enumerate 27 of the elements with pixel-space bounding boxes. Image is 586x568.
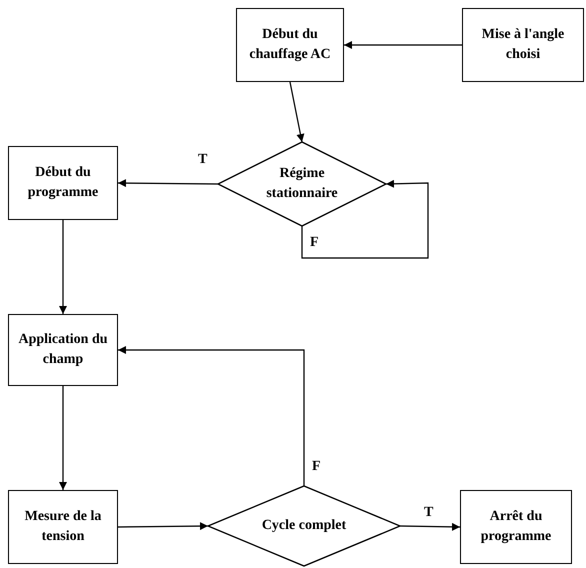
arrow — [289, 82, 304, 142]
process-box — [460, 490, 572, 564]
node-label: Début du programme — [26, 164, 100, 202]
process-box — [8, 490, 118, 564]
node-label: Régime stationnaire — [265, 164, 339, 203]
process-box — [236, 8, 344, 82]
arrow — [400, 522, 460, 531]
edge-label: T — [198, 153, 208, 167]
edge-label: T — [424, 506, 434, 520]
node-label: Cycle complet — [262, 516, 346, 535]
process-box — [8, 146, 118, 220]
node-label: Arrêt du programme — [480, 508, 552, 546]
node-label: Mesure de la tension — [24, 508, 102, 546]
arrow — [118, 522, 208, 530]
edge-label: F — [312, 460, 321, 474]
edge-label: F — [310, 236, 319, 250]
arrow — [344, 41, 462, 49]
arrow — [118, 179, 218, 188]
process-box — [462, 8, 584, 82]
arrow — [301, 180, 429, 259]
node-label: Application du champ — [17, 330, 109, 369]
arrow — [59, 386, 67, 490]
node-label: Début du chauffage AC — [248, 26, 332, 64]
node-label: Mise à l'angle choisi — [480, 26, 566, 64]
arrow — [118, 346, 305, 486]
process-box — [8, 314, 118, 386]
arrow — [59, 220, 67, 314]
